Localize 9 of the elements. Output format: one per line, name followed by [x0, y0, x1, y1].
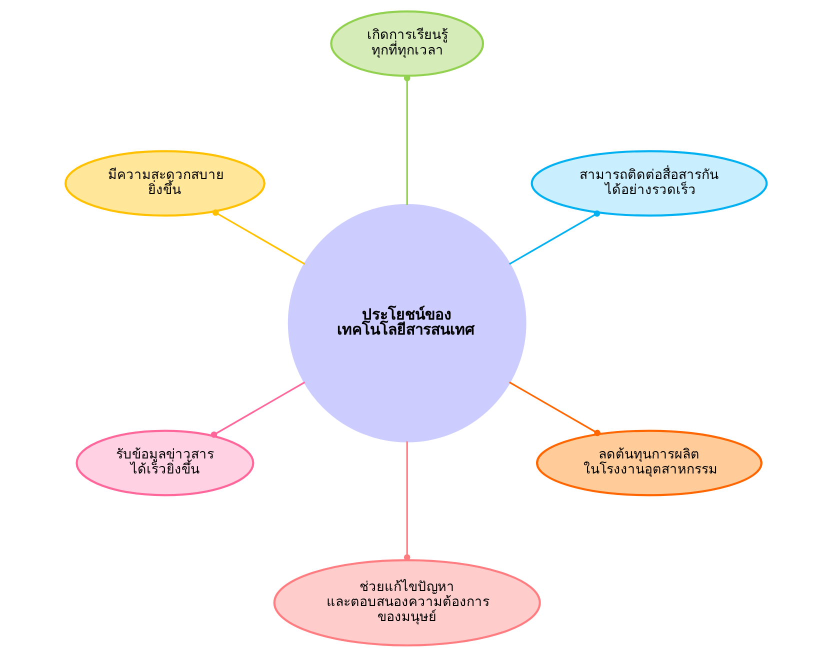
connector: [403, 441, 410, 561]
connector: [508, 210, 600, 265]
connector: [403, 74, 410, 205]
connector: [508, 382, 600, 436]
node-circle: ประโยชน์ของ เทคโนโลยีสารสนเทศ: [287, 204, 526, 442]
node-ellipse: เกิดการเรียนรู้ ทุกที่ทุกเวลา: [330, 10, 484, 77]
connector: [212, 209, 305, 265]
connector: [210, 382, 305, 438]
node-ellipse: ช่วยแก้ไขปัญหา และตอบสนองความต้องการ ของมนุษย์: [272, 559, 540, 646]
